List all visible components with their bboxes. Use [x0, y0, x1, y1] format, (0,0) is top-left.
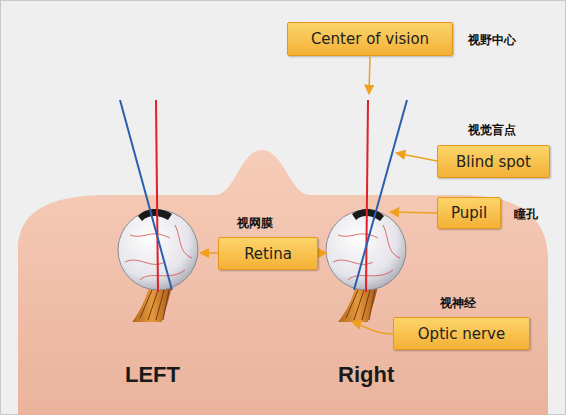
leader-arrow	[352, 322, 393, 334]
leader-arrow	[318, 252, 327, 254]
part-name: Optic nerve	[418, 325, 505, 343]
head-shape	[18, 150, 548, 415]
optic-nerve-shape	[132, 285, 172, 322]
chinese-name: 瞳孔	[514, 206, 538, 223]
label-box: Center of vision视野中心	[287, 22, 453, 56]
blind-spot-line	[120, 100, 172, 290]
center-line	[156, 100, 158, 292]
right-eye	[326, 100, 407, 322]
label-box: Retina视网膜	[218, 237, 318, 270]
optic-nerve-shape	[338, 285, 378, 322]
part-name: Center of vision	[311, 30, 429, 48]
leader-arrow	[396, 153, 437, 161]
center-line	[366, 100, 368, 292]
leader-arrow	[200, 252, 218, 254]
leader-arrow	[390, 212, 437, 213]
pupil-shape	[352, 209, 384, 221]
label-box: Optic nerve视神经	[393, 317, 530, 350]
chinese-name: 视神经	[440, 295, 476, 312]
part-name: Blind spot	[456, 153, 531, 171]
side-label: LEFT	[125, 362, 180, 388]
side-label: Right	[338, 362, 394, 388]
left-eye	[118, 100, 198, 322]
label-box: Blind spot视觉盲点	[437, 145, 550, 178]
leader-arrows	[200, 57, 437, 334]
leader-arrow	[369, 57, 370, 94]
pupil-shape	[138, 209, 172, 221]
blind-spot-line	[354, 100, 407, 290]
nerve-stripes	[140, 290, 169, 320]
part-name: Retina	[244, 245, 292, 263]
chinese-name: 视网膜	[237, 215, 273, 232]
chinese-name: 视觉盲点	[468, 122, 516, 139]
part-name: Pupil	[451, 204, 487, 222]
nerve-stripes	[346, 290, 375, 320]
label-box: Pupil瞳孔	[437, 197, 501, 229]
chinese-name: 视野中心	[468, 32, 516, 49]
